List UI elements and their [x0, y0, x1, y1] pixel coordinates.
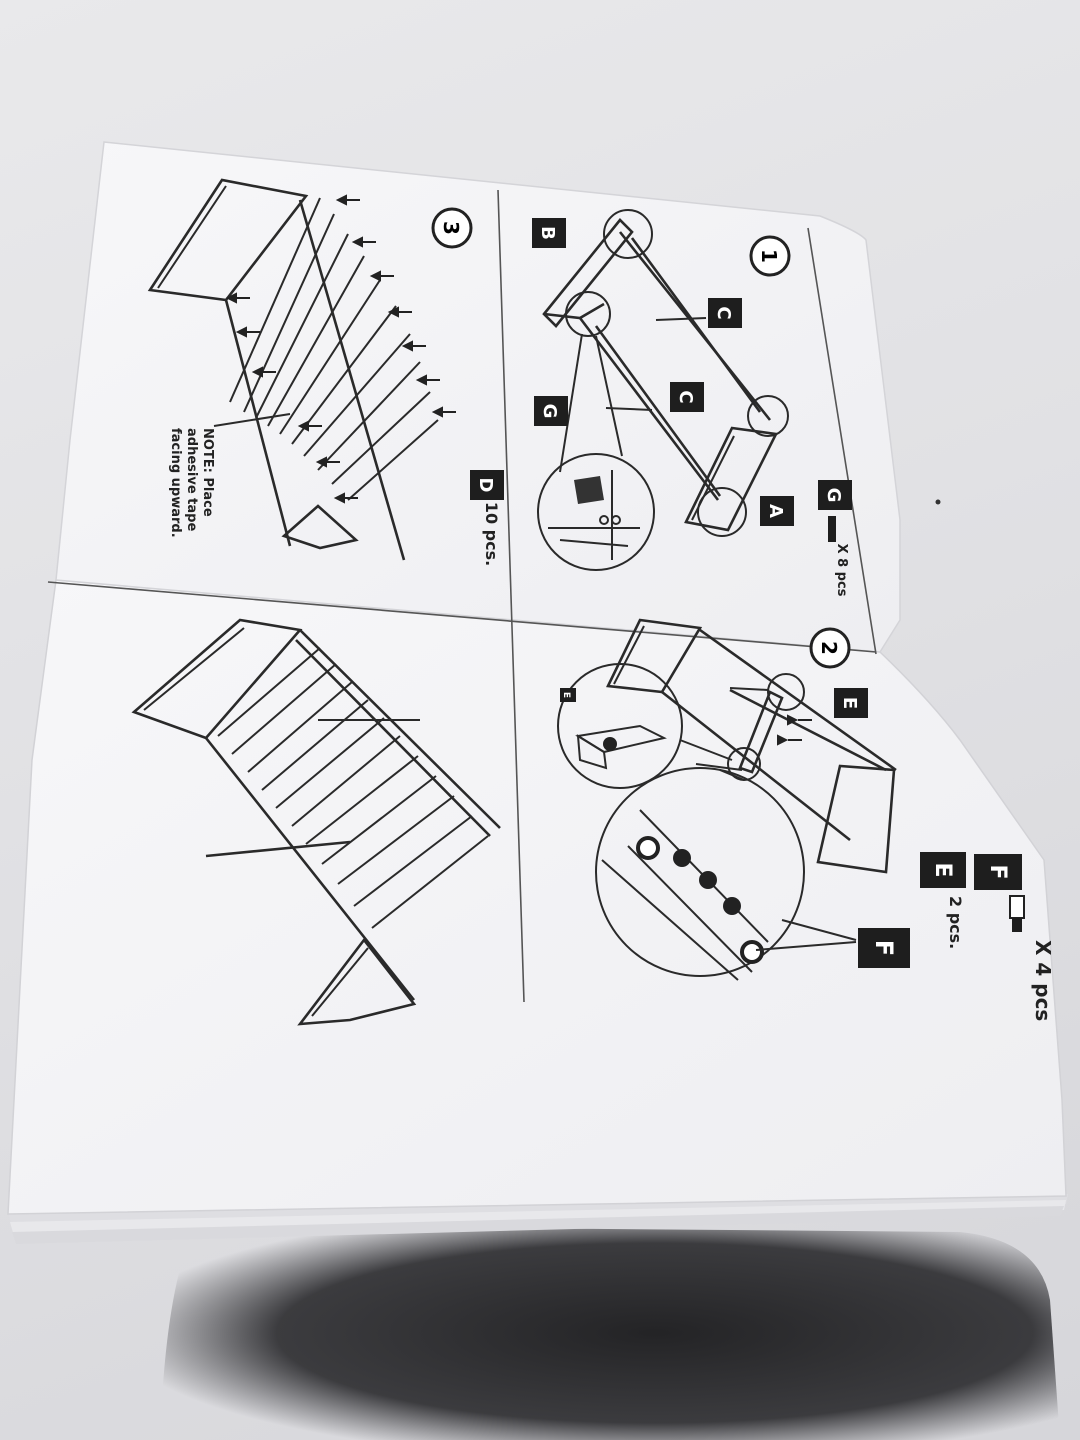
- assembled-bed-illustration: [131, 618, 501, 1026]
- assembled-slats: [217, 647, 489, 929]
- step-1-number: 1: [757, 249, 781, 263]
- part-label-b: B: [532, 218, 566, 248]
- svg-text:10 pcs.: 10 pcs.: [482, 502, 501, 566]
- step-1-panel: 1 B C: [532, 209, 852, 597]
- svg-text:adhesive tape: adhesive tape: [184, 428, 199, 531]
- detail-label-e: E: [560, 688, 576, 702]
- step-2-number: 2: [817, 641, 841, 655]
- slats: [229, 197, 439, 501]
- step-3-number: 3: [439, 221, 463, 235]
- part-label-a: A: [760, 496, 794, 526]
- hardware-callout-e: E 2 pcs.: [920, 852, 966, 949]
- hardware-callout-f: F X 4 pcs: [974, 854, 1055, 1021]
- part-label-e: E: [834, 688, 868, 718]
- svg-text:F: F: [985, 864, 1010, 879]
- booklet-page-edges: [8, 1194, 1068, 1244]
- svg-text:NOTE: Place: NOTE: Place: [200, 428, 215, 517]
- svg-text:E: E: [839, 697, 860, 709]
- svg-text:G: G: [823, 488, 844, 503]
- assembly-note: NOTE: Place adhesive tape facing upward.: [168, 428, 215, 538]
- screw-g-icon: [828, 516, 836, 542]
- panel-dividers: [47, 189, 877, 1003]
- phone-shadow: [160, 1226, 1060, 1440]
- svg-text:X 8 pcs: X 8 pcs: [834, 544, 849, 597]
- part-label-g: G: [534, 396, 568, 426]
- svg-text:C: C: [675, 390, 696, 403]
- svg-text:G: G: [539, 404, 560, 419]
- svg-text:E: E: [561, 692, 571, 698]
- sheet-bottom: [7, 579, 1067, 1215]
- part-label-f: F: [858, 928, 910, 968]
- part-label-d: D 10 pcs.: [470, 470, 504, 566]
- svg-text:E: E: [930, 862, 955, 877]
- step-number-badge: [749, 235, 791, 277]
- step-2-panel: 2 E: [557, 618, 1055, 1021]
- table-speck: [935, 499, 941, 505]
- part-label-c: C: [670, 382, 704, 412]
- hardware-callout-g: G X 8 pcs: [818, 480, 852, 597]
- svg-text:F: F: [870, 940, 898, 956]
- svg-text:facing upward.: facing upward.: [168, 428, 183, 538]
- svg-text:2 pcs.: 2 pcs.: [946, 896, 965, 949]
- part-label-c: C: [708, 298, 742, 328]
- bolt-f-icon: [1009, 895, 1025, 919]
- svg-text:D: D: [475, 478, 496, 493]
- svg-text:A: A: [765, 504, 786, 518]
- step-3-panel: 3: [147, 178, 504, 566]
- slat-arrows: [225, 194, 456, 504]
- svg-text:B: B: [537, 226, 558, 240]
- svg-text:C: C: [713, 306, 734, 319]
- svg-text:X 4 pcs: X 4 pcs: [1031, 940, 1055, 1021]
